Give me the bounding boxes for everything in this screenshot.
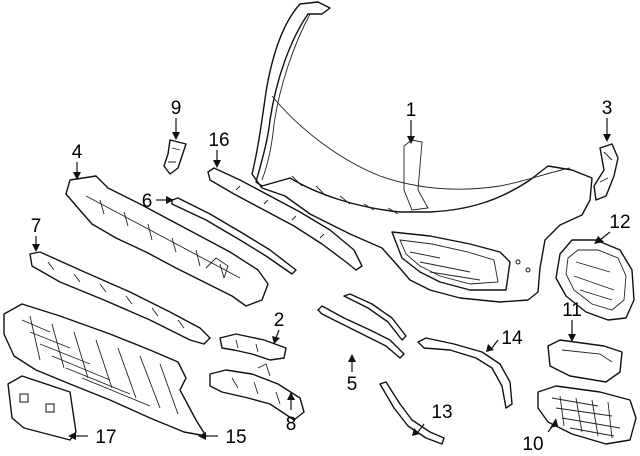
callout-13: 13: [431, 402, 452, 423]
license-plate-bracket: [7, 375, 77, 441]
bracket-right: [593, 143, 619, 201]
lower-grille-frame: [29, 251, 211, 345]
callout-5: 5: [347, 374, 358, 395]
lower-molding: [379, 381, 445, 445]
callout-15: 15: [225, 427, 246, 448]
side-bracket: [209, 363, 305, 421]
impact-absorber: [65, 175, 269, 307]
callout-4: 4: [72, 142, 83, 163]
fog-lamp-bezel: [555, 239, 635, 321]
callout-labels: 1 2 3 4 5 6 7 8 9 10 11 12 13 14 15 16 1…: [31, 98, 631, 455]
callout-1: 1: [406, 100, 417, 121]
callout-14: 14: [501, 328, 523, 349]
lower-grille-mesh: [3, 303, 207, 437]
fog-lamp-grille: [537, 385, 637, 445]
trim-molding: [171, 197, 297, 275]
bumper-cover: [251, 1, 593, 303]
upper-trim-strip: [207, 167, 363, 271]
callout-3: 3: [602, 98, 613, 119]
bracket-left: [163, 139, 187, 175]
callout-12: 12: [609, 212, 630, 233]
callout-7: 7: [31, 216, 42, 237]
callout-11: 11: [562, 300, 582, 321]
mount-bracket: [219, 333, 287, 361]
callout-17: 17: [95, 427, 116, 448]
callout-8: 8: [286, 414, 297, 435]
trim-ring: [317, 293, 407, 359]
leader-lines: [32, 118, 611, 440]
fog-lamp-molding: [417, 337, 513, 409]
callout-16: 16: [208, 130, 229, 151]
callout-6: 6: [142, 191, 153, 212]
fog-lamp: [547, 339, 623, 383]
callout-2: 2: [274, 310, 285, 331]
callout-10: 10: [522, 434, 543, 455]
callout-9: 9: [171, 98, 182, 119]
